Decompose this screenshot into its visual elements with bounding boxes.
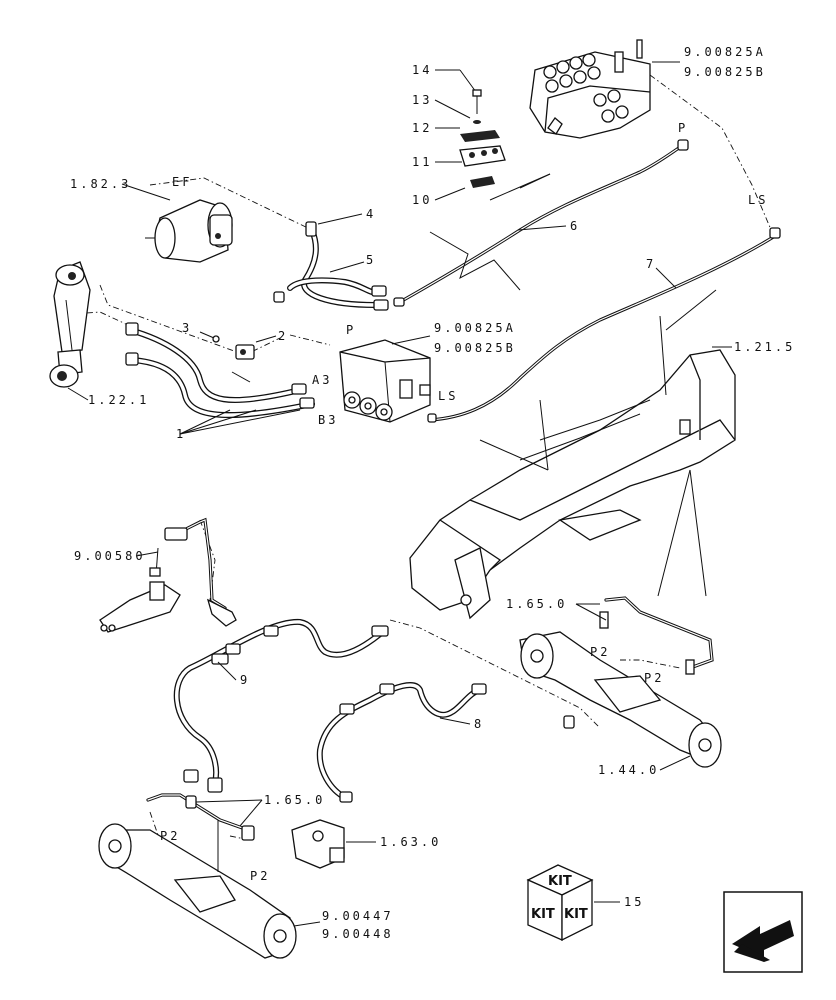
frame-leader-line — [689, 469, 707, 597]
ref-top-valve-b: 9.00825B — [684, 65, 766, 79]
callout-14: 14 — [412, 63, 432, 77]
ref-rear-fittings: 1.65.0 — [264, 793, 325, 807]
port-p-mid: P — [346, 323, 356, 337]
mid-control-valve — [339, 339, 431, 423]
kit-label-top: KIT — [548, 874, 572, 889]
leader-brake — [135, 551, 159, 557]
rear-valve — [291, 819, 345, 869]
ref-mid-valve-a: 9.00825A — [434, 321, 516, 335]
front-axle — [519, 596, 722, 768]
rear-axle — [98, 769, 297, 959]
ref-front-fittings: 1.65.0 — [506, 597, 567, 611]
callout-7: 7 — [646, 257, 656, 271]
callout-9: 9 — [240, 673, 250, 687]
ref-brake: 9.00580 — [74, 549, 146, 563]
loader-frame — [409, 289, 736, 620]
hose-8 — [316, 682, 487, 803]
lift-cylinder — [49, 261, 91, 388]
leader-front-axle — [659, 755, 691, 771]
ref-rear-valve: 1.63.0 — [380, 835, 441, 849]
kit-box-icon: KIT KIT KIT — [526, 864, 594, 942]
port-p2-rear-a: P2 — [160, 829, 180, 843]
ref-front-axle: 1.44.0 — [598, 763, 659, 777]
callout-13: 13 — [412, 93, 432, 107]
leader-mid-valve — [391, 335, 431, 345]
callout-15: 15 — [624, 895, 644, 909]
callout-10: 10 — [412, 193, 432, 207]
hoses-1 — [125, 322, 315, 435]
port-p2-rear-b: P2 — [250, 869, 270, 883]
callout-4: 4 — [366, 207, 376, 221]
port-p-top: P — [678, 121, 688, 135]
ref-cylinder: 1.22.1 — [88, 393, 149, 407]
arrow-icon[interactable] — [723, 891, 803, 973]
top-control-valve — [529, 39, 651, 139]
ref-rear-axle-a: 9.00447 — [322, 909, 394, 923]
callout-1: 1 — [176, 427, 186, 441]
callout-2: 2 — [278, 329, 288, 343]
port-b3: B3 — [318, 413, 338, 427]
port-p2-front-a: P2 — [590, 645, 610, 659]
ref-frame: 1.21.5 — [734, 340, 795, 354]
hydraulic-pump — [145, 199, 233, 263]
frame-leader-line-2 — [657, 469, 691, 597]
small-parts — [434, 69, 551, 201]
port-a3: A3 — [312, 373, 332, 387]
leader-front-fittings-2 — [575, 603, 607, 621]
leader-rear-fittings-2 — [239, 799, 263, 827]
callout-12: 12 — [412, 121, 432, 135]
kit-label-left: KIT — [531, 907, 555, 922]
parts-2-3 — [199, 331, 277, 383]
leader-rear-axle — [293, 921, 321, 927]
callout-6: 6 — [570, 219, 580, 233]
ref-pump: 1.82.3 — [70, 177, 131, 191]
port-ef: EF — [172, 175, 192, 189]
leader-cylinder — [67, 387, 89, 401]
port-ls-top: LS — [748, 193, 768, 207]
port-p2-front-b: P2 — [644, 671, 664, 685]
ref-top-valve-a: 9.00825A — [684, 45, 766, 59]
ref-mid-valve-b: 9.00825B — [434, 341, 516, 355]
callout-11: 11 — [412, 155, 432, 169]
port-ls-mid: LS — [438, 389, 458, 403]
brake-assembly — [99, 517, 237, 633]
hose-9 — [173, 618, 389, 793]
callout-5: 5 — [366, 253, 376, 267]
callout-8: 8 — [474, 717, 484, 731]
leader-pump — [121, 183, 171, 201]
leader-rear-fittings — [195, 799, 263, 803]
callout-3: 3 — [182, 321, 192, 335]
pipes-top — [273, 139, 781, 423]
kit-label-right: KIT — [564, 907, 588, 922]
ref-rear-axle-b: 9.00448 — [322, 927, 394, 941]
